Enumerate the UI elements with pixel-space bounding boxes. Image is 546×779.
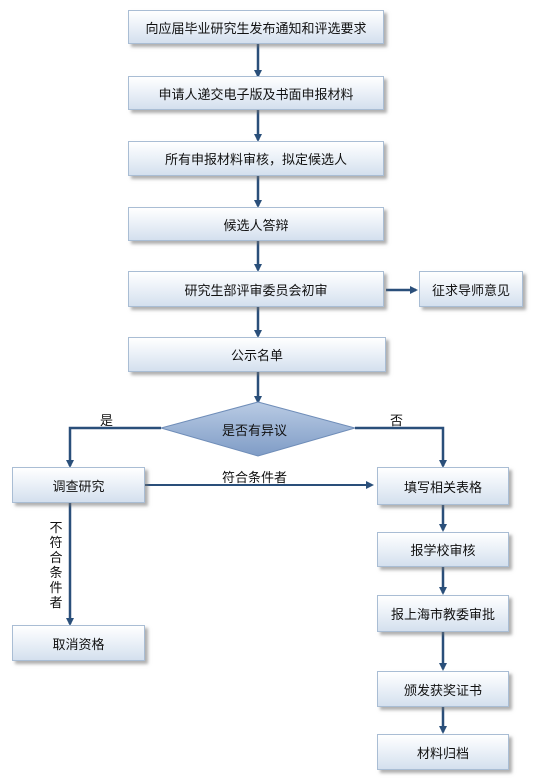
label-qualified: 符合条件者 <box>222 471 288 486</box>
step-candidate-defense: 候选人答辩 <box>128 207 384 241</box>
step-consult-advisor: 征求导师意见 <box>419 271 523 307</box>
arrow-no-branch <box>355 426 447 468</box>
step-award-certificate: 颁发获奖证书 <box>377 671 509 707</box>
label-no: 否 <box>390 414 404 429</box>
step-archive-materials: 材料归档 <box>377 734 509 770</box>
step-publish-list: 公示名单 <box>128 337 386 372</box>
step-committee-review: 研究生部评审委员会初审 <box>128 271 384 307</box>
step-review-materials: 所有申报材料审核，拟定候选人 <box>128 141 384 176</box>
step-school-review: 报学校审核 <box>377 532 509 567</box>
arrow-yes-branch <box>66 426 161 468</box>
label-not-qualified: 不符合条件者 <box>49 521 63 611</box>
step-city-approval: 报上海市教委审批 <box>377 595 509 632</box>
step-fill-forms: 填写相关表格 <box>377 467 509 505</box>
decision-label: 是否有异议 <box>222 424 288 439</box>
step-cancel-qualification: 取消资格 <box>12 625 145 661</box>
decision-diamond <box>159 401 357 457</box>
step-submit-materials: 申请人递交电子版及书面申报材料 <box>128 76 384 110</box>
step-investigate: 调查研究 <box>12 467 145 503</box>
label-yes: 是 <box>100 414 114 429</box>
step-publish-notice: 向应届毕业研究生发布通知和评选要求 <box>128 10 384 44</box>
